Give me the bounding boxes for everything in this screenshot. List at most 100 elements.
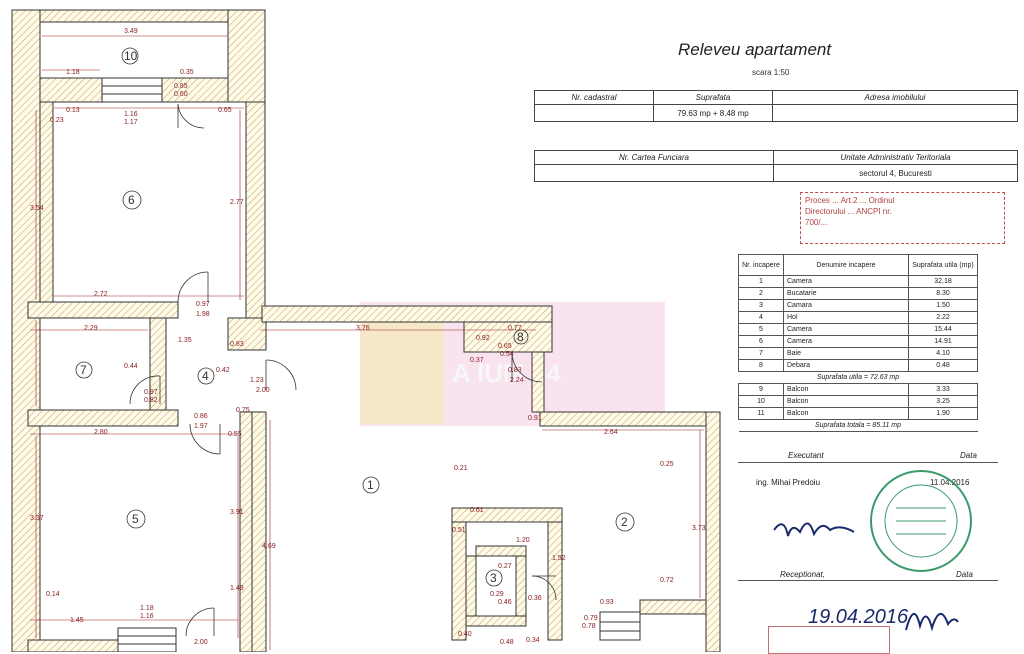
dim-label: 3.91 xyxy=(230,509,244,516)
dim-label: 0.55 xyxy=(228,431,242,438)
cadastral-header: Nr. cadastral xyxy=(534,90,654,105)
rooms-table: Nr. incapere Denumire incapere Suprafata… xyxy=(738,254,978,432)
land-book-header: Nr. Cartea Funciara xyxy=(534,150,774,165)
dim-label: 0.29 xyxy=(490,591,504,598)
dim-label: 0.97 xyxy=(144,389,158,396)
dim-label: 0.21 xyxy=(454,465,468,472)
dim-label: 2.00 xyxy=(256,387,270,394)
executed-date: 11.04.2016 xyxy=(930,478,970,487)
dim-label: 0.61 xyxy=(470,507,484,514)
dim-label: 3.73 xyxy=(692,525,706,532)
dim-label: 3.54 xyxy=(30,205,44,212)
dim-label: 2.00 xyxy=(194,639,208,646)
rooms-head-area: Suprafata utila (mp) xyxy=(908,254,978,276)
address-value xyxy=(772,104,1018,122)
dim-label: 0.35 xyxy=(180,69,194,76)
dim-label: 1.49 xyxy=(230,585,244,592)
dim-label: 0.40 xyxy=(458,631,472,638)
red-stamp-line: Directorului ... ANCPI nr. xyxy=(805,207,892,216)
dim-label: 0.27 xyxy=(498,563,512,570)
address-header: Adresa imobilului xyxy=(772,90,1018,105)
executed-date-label: Data xyxy=(960,451,977,460)
dim-label: 1.17 xyxy=(124,119,138,126)
dim-label: 0.79 xyxy=(584,615,598,622)
room-markers xyxy=(75,47,635,587)
dim-label: 3.76 xyxy=(356,325,370,332)
document-scale: scara 1:50 xyxy=(752,68,790,77)
balcony-rails xyxy=(101,77,641,652)
dim-label: 1.18 xyxy=(66,69,80,76)
dim-label: 0.65 xyxy=(218,107,232,114)
red-stamp-line: Proces ... Art.2 ... Ordinul xyxy=(805,196,895,205)
dim-label: 0.75 xyxy=(236,407,250,414)
dim-label: 1.23 xyxy=(250,377,264,384)
dim-label: 1.16 xyxy=(124,111,138,118)
dim-label: 1.52 xyxy=(552,555,566,562)
dim-label: 0.82 xyxy=(144,397,158,404)
divider xyxy=(738,580,998,581)
land-book-value xyxy=(534,164,774,182)
received-label: Receptionat, xyxy=(780,570,825,579)
dim-label: 0.44 xyxy=(124,363,138,370)
red-stamp: Proces ... Art.2 ... Ordinul Directorulu… xyxy=(800,192,1005,244)
receiver-stamp xyxy=(768,626,890,654)
dimension-lines xyxy=(30,35,704,650)
dim-label: 0.86 xyxy=(194,413,208,420)
dim-label: 3.49 xyxy=(124,28,138,35)
dim-label: 0.36 xyxy=(528,595,542,602)
dim-label: 0.78 xyxy=(582,623,596,630)
dim-label: 1.16 xyxy=(140,613,154,620)
dim-label: 2.24 xyxy=(510,377,524,384)
engineer-name: ing. Mihai Predoiu xyxy=(756,478,821,487)
dim-label: 2.77 xyxy=(230,199,244,206)
area-value: 79.63 mp + 8.48 mp xyxy=(653,104,773,122)
watermark-logo-bg xyxy=(360,312,444,424)
dim-label: 1.20 xyxy=(516,537,530,544)
dim-label: 1.97 xyxy=(194,423,208,430)
land-book-table: Nr. Cartea Funciara Unitate Administrati… xyxy=(534,150,1018,182)
watermark-text: A IUM 94 xyxy=(452,358,561,388)
dim-label: 1.98 xyxy=(196,311,210,318)
dimension-labels: 3.49 1.18 0.35 0.85 0.60 0.13 0.23 1.16 … xyxy=(30,28,706,646)
dim-label: 0.91 xyxy=(528,415,542,422)
dim-label: 2.72 xyxy=(94,291,108,298)
dim-label: 0.93 xyxy=(600,599,614,606)
room-number-5: 5 xyxy=(132,512,139,526)
room-number-2: 2 xyxy=(621,515,628,529)
receiver-signature xyxy=(905,613,959,632)
uat-header: Unitate Administrativ Teritoriala xyxy=(773,150,1018,165)
rooms-head-name: Denumire incapere xyxy=(783,254,909,276)
dim-label: 0.54 xyxy=(500,351,514,358)
dim-label: 0.51 xyxy=(452,527,466,534)
received-date-label: Data xyxy=(956,570,973,579)
document-title: Releveu apartament xyxy=(678,40,832,59)
rooms-head-nr: Nr. incapere xyxy=(738,254,784,276)
dim-label: 1.45 xyxy=(70,617,84,624)
dim-label: 0.34 xyxy=(526,637,540,644)
dim-label: 0.85 xyxy=(174,83,188,90)
dim-label: 2.29 xyxy=(84,325,98,332)
dim-label: 0.92 xyxy=(476,335,490,342)
divider xyxy=(738,462,998,463)
dim-label: 4.69 xyxy=(262,543,276,550)
dim-label: 2.64 xyxy=(604,429,618,436)
handwritten-date: 19.04.2016 xyxy=(808,606,909,628)
room-number-8: 8 xyxy=(517,330,524,344)
engineer-signature xyxy=(773,522,855,537)
room-number-4: 4 xyxy=(202,369,209,383)
dim-label: 0.37 xyxy=(470,357,484,364)
dim-label: 0.13 xyxy=(66,107,80,114)
dim-label: 1.18 xyxy=(140,605,154,612)
cadastral-value xyxy=(534,104,654,122)
room-number-7: 7 xyxy=(80,363,87,377)
